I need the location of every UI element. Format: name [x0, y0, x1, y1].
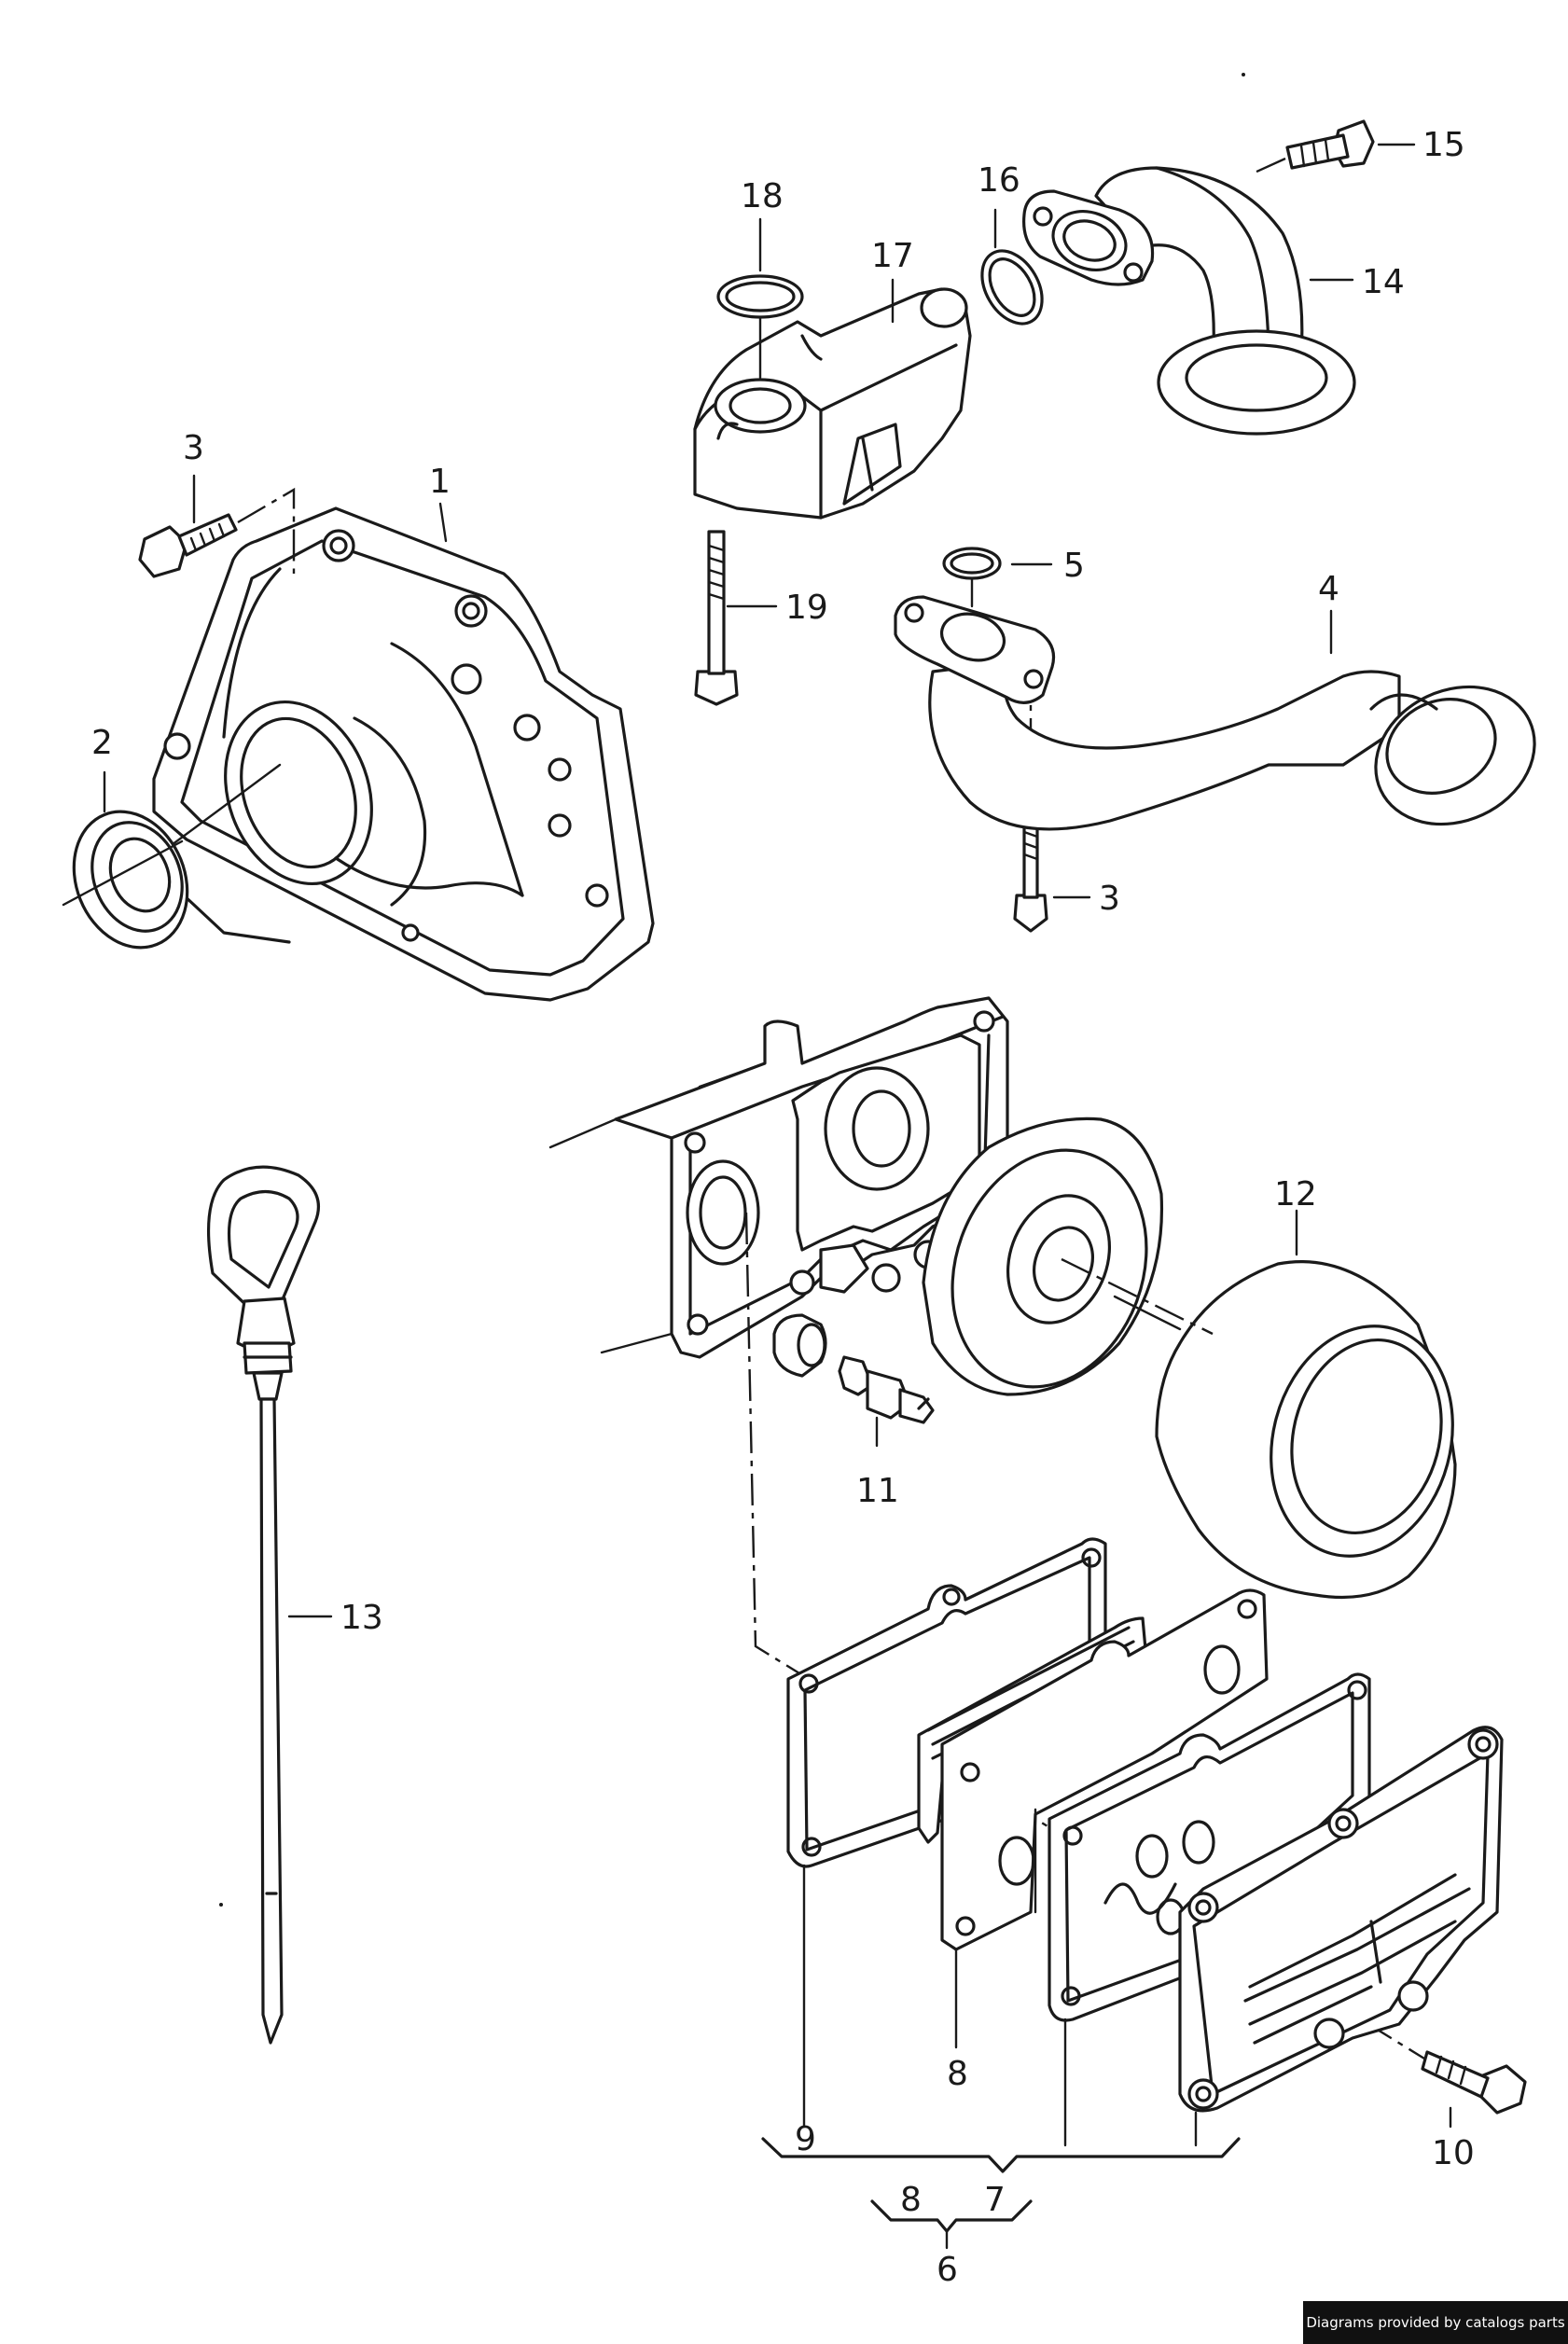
- bolt-part-3-upper: [138, 487, 296, 578]
- callout-13: 13: [340, 1599, 383, 1637]
- callout-2: 2: [91, 724, 113, 762]
- oil-filter-part-12: [1155, 1260, 1457, 1600]
- bolt-part-10: [1421, 2050, 1527, 2115]
- stray-dot: [219, 1903, 223, 1907]
- callout-5: 5: [1063, 547, 1085, 585]
- callout-12: 12: [1274, 1175, 1317, 1214]
- o-ring-part-16: [980, 249, 1044, 326]
- plug-near-part-11: [772, 1313, 827, 1378]
- filter-flange: [922, 1117, 1182, 1396]
- shaft-seal-part-2: [62, 810, 189, 950]
- stray-dot: [1242, 73, 1245, 76]
- oil-pipe-part-4: [894, 595, 1536, 831]
- callout-4: 4: [1318, 570, 1339, 608]
- bolt-part-15: [1254, 119, 1375, 174]
- callout-3-upper: 3: [183, 429, 204, 467]
- callout-3-lower: 3: [1099, 880, 1120, 918]
- callout-14: 14: [1362, 263, 1405, 301]
- callout-8-group: 8: [900, 2181, 922, 2219]
- dipstick-part-13: [206, 1165, 320, 2045]
- callout-18: 18: [741, 177, 784, 215]
- callout-16: 16: [978, 161, 1020, 200]
- callout-8: 8: [947, 2055, 968, 2093]
- callout-17: 17: [871, 237, 914, 275]
- callout-11: 11: [856, 1472, 899, 1510]
- oil-pipe-part-14: [1022, 166, 1356, 436]
- oil-pressure-switch-part-11: [838, 1355, 935, 1448]
- callout-19: 19: [785, 589, 828, 627]
- oil-filter-housing: [548, 996, 1009, 1359]
- o-ring-part-18: [716, 274, 804, 380]
- callout-1: 1: [429, 463, 451, 501]
- o-ring-part-5: [942, 547, 1002, 608]
- callout-15: 15: [1422, 126, 1465, 164]
- callouts: 1 2 3 3 4 5 6 7 8 8 9 10 11 12 13 14 15 …: [91, 126, 1475, 2289]
- callout-6: 6: [937, 2251, 958, 2289]
- callout-7: 7: [984, 2181, 1006, 2219]
- callout-9: 9: [795, 2120, 816, 2158]
- oil-cooler-part-8: [917, 1588, 1269, 2049]
- cooler-cover: [1178, 1726, 1504, 2147]
- sealing-flange-part-1: [152, 506, 655, 1002]
- diagram-credit: Diagrams provided by catalogs parts: [1303, 2301, 1568, 2344]
- housing-part-17: [693, 287, 972, 520]
- bolt-part-19: [694, 530, 739, 706]
- callout-10: 10: [1432, 2134, 1475, 2172]
